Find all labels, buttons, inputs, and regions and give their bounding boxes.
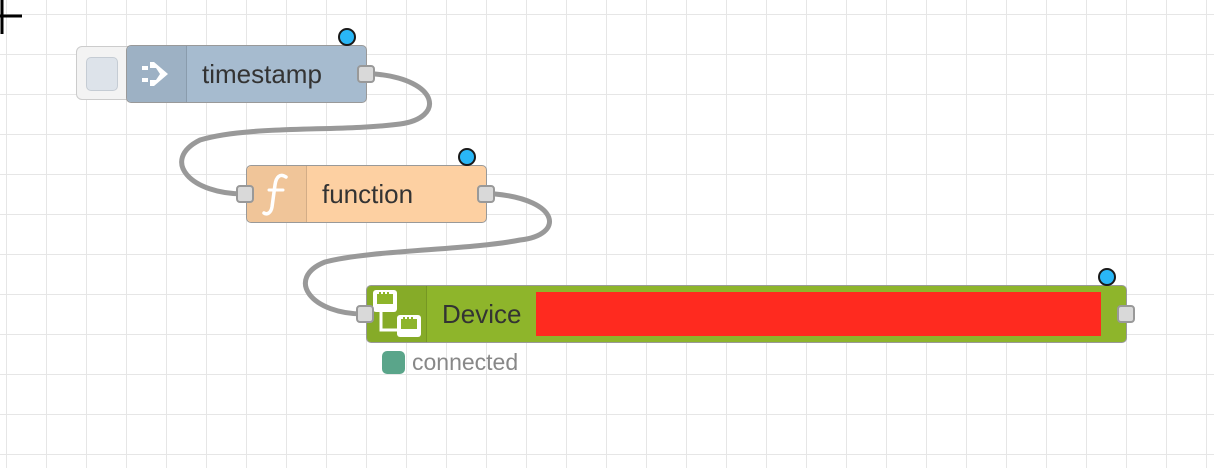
inject-node-timestamp[interactable]: timestamp <box>126 45 375 103</box>
changed-indicator-function <box>458 148 476 166</box>
input-port[interactable] <box>356 305 374 323</box>
inject-trigger-button-face[interactable] <box>86 57 118 91</box>
function-f-icon <box>247 166 307 222</box>
output-port[interactable] <box>1117 305 1135 323</box>
changed-indicator-inject <box>338 28 356 46</box>
wire-function-to-device[interactable] <box>302 191 552 317</box>
status-text: connected <box>412 348 519 375</box>
device-node[interactable]: Device <box>356 285 1135 343</box>
node-label-function: function <box>322 179 414 209</box>
arrow-in-icon <box>127 46 187 102</box>
node-status: connected <box>382 349 518 375</box>
crosshair-cursor-icon <box>0 0 22 34</box>
redacted-label-block <box>536 292 1101 336</box>
node-label-timestamp: timestamp <box>202 59 322 89</box>
input-port[interactable] <box>236 185 254 203</box>
function-node[interactable]: function <box>236 165 495 223</box>
output-port[interactable] <box>357 65 375 83</box>
wire-timestamp-to-function[interactable] <box>179 71 432 197</box>
status-dot-icon <box>382 350 405 374</box>
network-devices-icon <box>367 286 427 342</box>
output-port[interactable] <box>477 185 495 203</box>
changed-indicator-device <box>1098 268 1116 286</box>
node-label-device: Device <box>442 299 522 329</box>
